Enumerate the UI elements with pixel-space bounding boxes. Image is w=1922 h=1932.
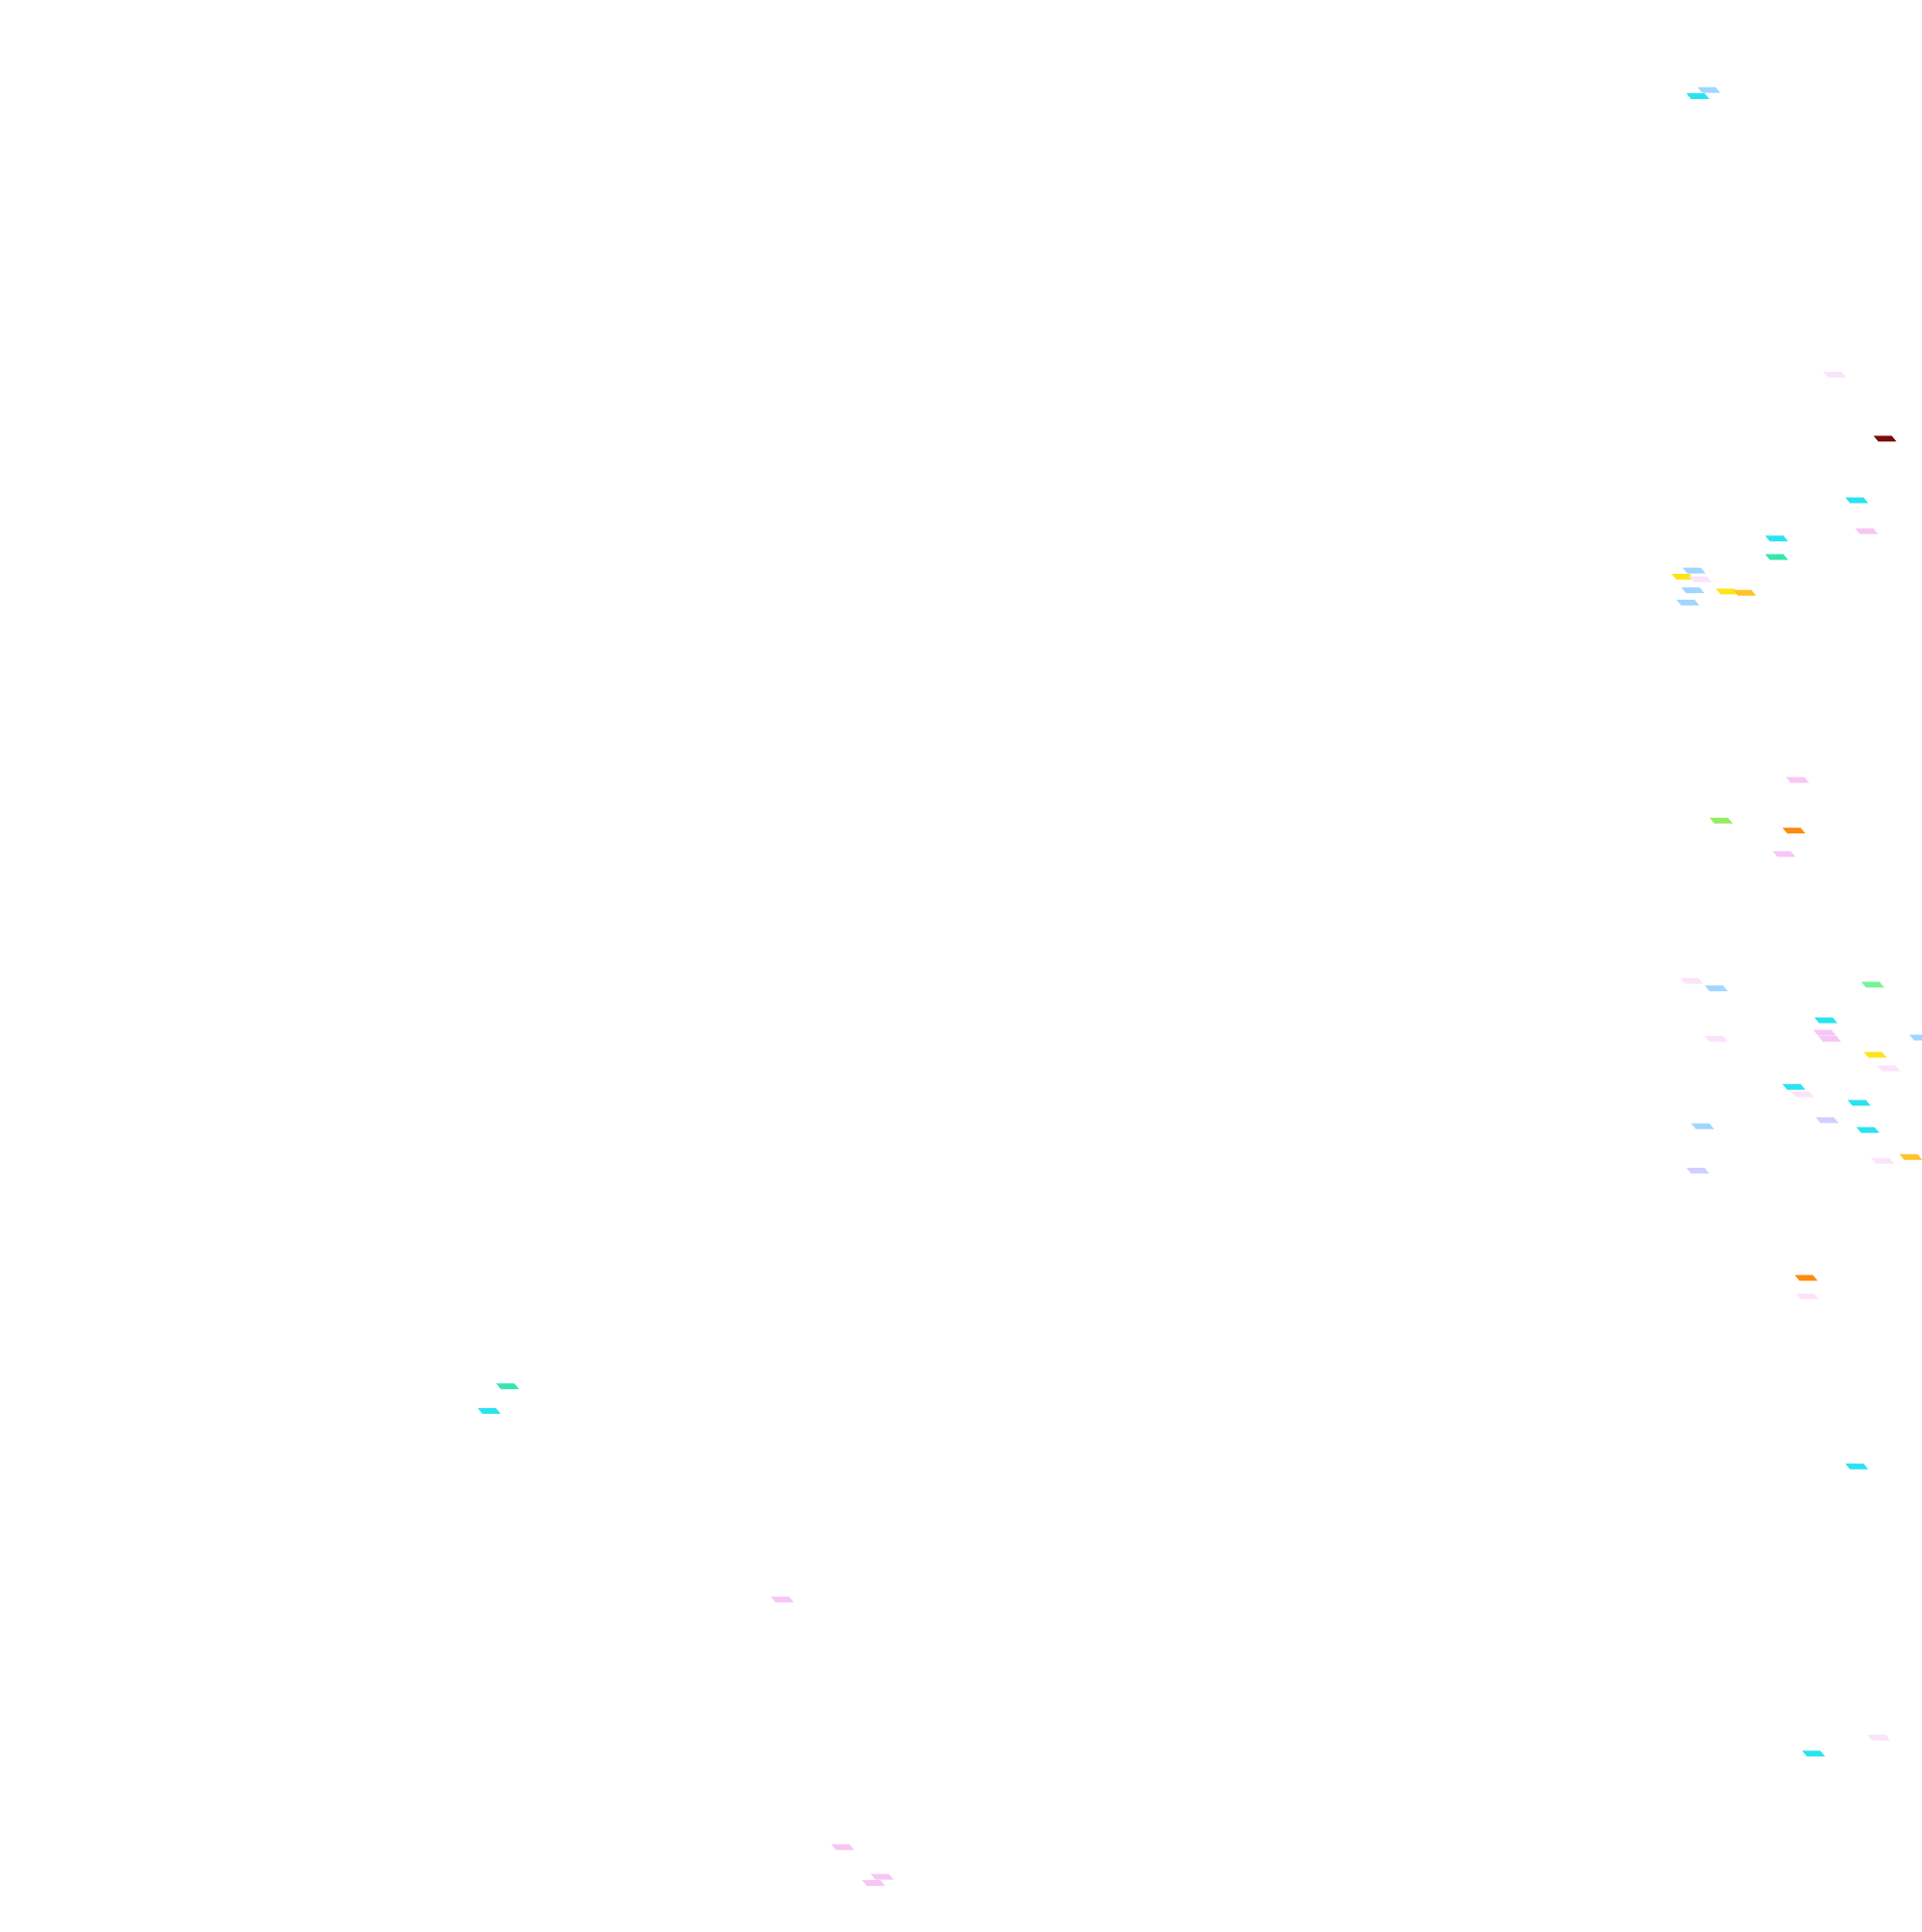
- colored-mark-46: [1802, 1750, 1826, 1757]
- colored-mark-10: [1671, 574, 1695, 580]
- colored-mark-44: [771, 1597, 795, 1603]
- colored-mark-5: [1845, 497, 1869, 504]
- colored-mark-31: [1790, 1091, 1814, 1098]
- colored-mark-30: [1782, 1083, 1806, 1090]
- colored-mark-28: [1863, 1052, 1887, 1058]
- colored-mark-32: [1847, 1100, 1871, 1106]
- colored-mark-6: [1855, 528, 1879, 534]
- colored-mark-3: [1823, 371, 1846, 378]
- colored-mark-24: [1812, 1029, 1836, 1036]
- colored-mark-26: [1909, 1034, 1922, 1041]
- colored-mark-17: [1710, 817, 1733, 824]
- colored-mark-14: [1733, 589, 1757, 596]
- colored-mark-19: [1772, 851, 1796, 857]
- colored-mark-33: [1815, 1117, 1839, 1124]
- colored-mark-41: [496, 1383, 520, 1390]
- colored-mark-25: [1817, 1035, 1841, 1042]
- colored-mark-2: [1686, 93, 1710, 99]
- colored-mark-11: [1688, 576, 1713, 582]
- colored-mark-1: [1697, 87, 1721, 93]
- colored-mark-36: [1871, 1157, 1894, 1164]
- colored-mark-48: [870, 1873, 894, 1880]
- colored-mark-29: [1877, 1065, 1901, 1072]
- colored-mark-27: [1704, 1035, 1728, 1042]
- colored-mark-23: [1814, 1017, 1837, 1024]
- colored-mark-4: [1873, 435, 1897, 442]
- colored-mark-9: [1682, 567, 1706, 574]
- colored-mark-20: [1680, 978, 1704, 984]
- colored-mark-15: [1676, 599, 1700, 606]
- colored-mark-49: [862, 1880, 885, 1886]
- colored-mark-21: [1704, 985, 1728, 992]
- colored-mark-43: [1845, 1463, 1869, 1470]
- colored-mark-40: [1795, 1293, 1819, 1300]
- colored-mark-16: [1786, 777, 1810, 783]
- colored-mark-8: [1764, 554, 1788, 560]
- colored-mark-37: [1899, 1153, 1922, 1160]
- colored-mark-13: [1715, 588, 1739, 595]
- colored-mark-34: [1690, 1123, 1714, 1129]
- colored-mark-22: [1860, 981, 1885, 988]
- colored-mark-7: [1764, 535, 1788, 542]
- colored-mark-38: [1686, 1167, 1710, 1174]
- colored-mark-12: [1681, 587, 1705, 594]
- colored-mark-39: [1794, 1275, 1818, 1281]
- colored-mark-42: [478, 1407, 501, 1414]
- colored-mark-45: [1867, 1734, 1891, 1741]
- colored-mark-35: [1856, 1127, 1880, 1133]
- colored-mark-47: [830, 1844, 854, 1850]
- colored-mark-18: [1782, 828, 1806, 834]
